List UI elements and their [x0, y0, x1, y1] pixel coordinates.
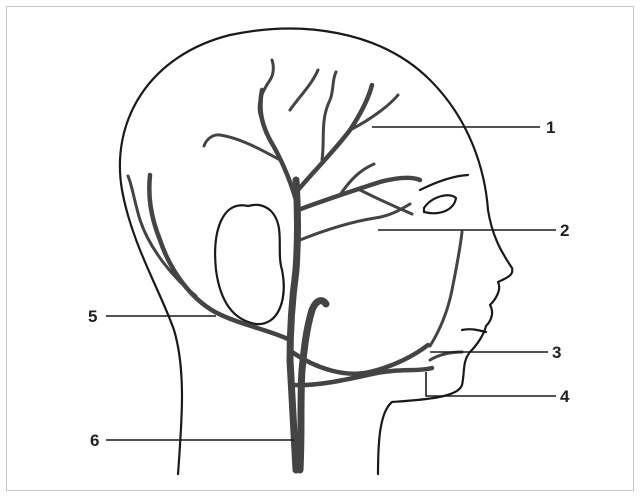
label-6: 6	[90, 431, 99, 450]
vein-facial-ascending	[430, 232, 462, 346]
vein-supraorbital-twig-b	[360, 190, 412, 214]
label-4: 4	[560, 387, 570, 406]
vein-main-trunk	[290, 180, 298, 470]
mouth-outline	[462, 329, 486, 332]
head-outline	[120, 29, 512, 474]
vein-frontal-twig-b	[350, 95, 398, 130]
leader-line-4	[426, 372, 556, 396]
vein-supraorbital	[298, 178, 420, 210]
label-5: 5	[88, 307, 97, 326]
label-3: 3	[552, 343, 561, 362]
eye-outline	[424, 195, 456, 213]
vein-frontal-branch	[298, 85, 372, 190]
ear-outline	[215, 205, 284, 324]
label-2: 2	[560, 221, 569, 240]
vein-frontal-twig-c	[290, 70, 318, 110]
vein-facial-loop-lower	[294, 368, 432, 385]
vein-transverse-facial	[300, 204, 410, 240]
vein-occipital-branch	[128, 176, 196, 296]
vein-submental	[430, 352, 462, 360]
label-1: 1	[546, 118, 555, 137]
eyebrow-outline	[420, 175, 468, 190]
vein-superficial-temporal	[260, 90, 296, 200]
